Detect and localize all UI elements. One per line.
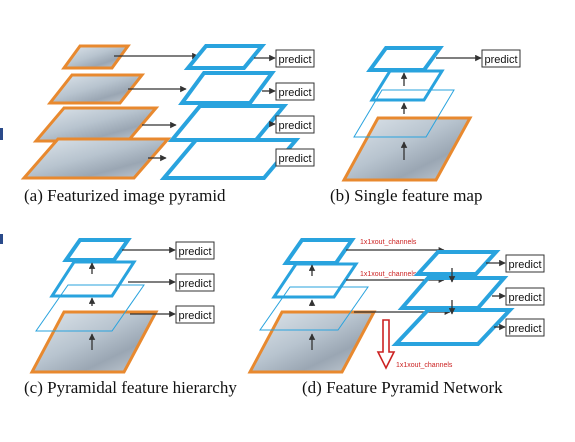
panel-a: predict predict predict predict bbox=[20, 44, 315, 180]
predict-label: predict bbox=[178, 246, 211, 258]
predict-box-b1: predict bbox=[481, 49, 521, 68]
top-down-level-2 bbox=[397, 276, 509, 310]
predict-label: predict bbox=[178, 278, 211, 290]
image-level-3 bbox=[32, 106, 160, 143]
predict-box-a2: predict bbox=[275, 82, 315, 101]
feature-map-2 bbox=[178, 71, 276, 105]
predict-box-a1: predict bbox=[275, 49, 315, 68]
caption-b: (b) Single feature map bbox=[330, 186, 483, 205]
predict-box-c1: predict bbox=[175, 241, 215, 260]
predict-box-a4: predict bbox=[275, 148, 315, 167]
top-down-level-1 bbox=[413, 250, 501, 276]
edge-mark-top bbox=[0, 128, 3, 140]
edge-mark-bottom bbox=[0, 234, 3, 244]
image-level-4 bbox=[20, 137, 172, 180]
feature-map-3 bbox=[167, 104, 289, 142]
predict-box-c2: predict bbox=[175, 273, 215, 292]
annotation-1x1-middle: 1x1xout_channels bbox=[360, 271, 417, 278]
predict-box-d2: predict bbox=[505, 287, 545, 306]
caption-a: (a) Featurized image pyramid bbox=[24, 186, 226, 205]
feature-map-level-2 bbox=[369, 69, 445, 102]
caption-d: (d) Feature Pyramid Network bbox=[302, 378, 503, 397]
top-down-level-3 bbox=[391, 308, 515, 346]
predict-label: predict bbox=[278, 120, 311, 132]
caption-c: (c) Pyramidal feature hierarchy bbox=[24, 378, 237, 397]
predict-label: predict bbox=[508, 323, 541, 335]
feature-map-4 bbox=[159, 138, 301, 180]
predict-box-c3: predict bbox=[175, 305, 215, 324]
predict-label: predict bbox=[508, 292, 541, 304]
red-down-arrow-icon bbox=[376, 319, 396, 370]
image-level-2 bbox=[46, 73, 146, 105]
annotation-1x1-bottom: 1x1xout_channels bbox=[396, 362, 453, 369]
feature-map-level-1 bbox=[62, 238, 132, 262]
bottom-up-level-1 bbox=[282, 238, 356, 265]
predict-label: predict bbox=[508, 259, 541, 271]
panel-c: predict predict predict bbox=[29, 238, 215, 374]
predict-label: predict bbox=[178, 310, 211, 322]
panel-b: predict bbox=[341, 46, 521, 182]
panel-d: 1x1xout_channels 1x1xout_channels 1x1xou… bbox=[247, 238, 545, 374]
predict-box-d3: predict bbox=[505, 318, 545, 337]
image-input bbox=[29, 310, 159, 374]
predict-label: predict bbox=[278, 87, 311, 99]
annotation-1x1-top: 1x1xout_channels bbox=[360, 239, 417, 246]
feature-map-1 bbox=[183, 44, 267, 70]
predict-label: predict bbox=[278, 54, 311, 66]
predict-box-a3: predict bbox=[275, 115, 315, 134]
predict-label: predict bbox=[484, 54, 517, 66]
image-input bbox=[341, 116, 473, 182]
image-level-1 bbox=[61, 44, 131, 70]
feature-map-level-1 bbox=[366, 46, 444, 72]
predict-box-d1: predict bbox=[505, 254, 545, 273]
predict-label: predict bbox=[278, 153, 311, 165]
